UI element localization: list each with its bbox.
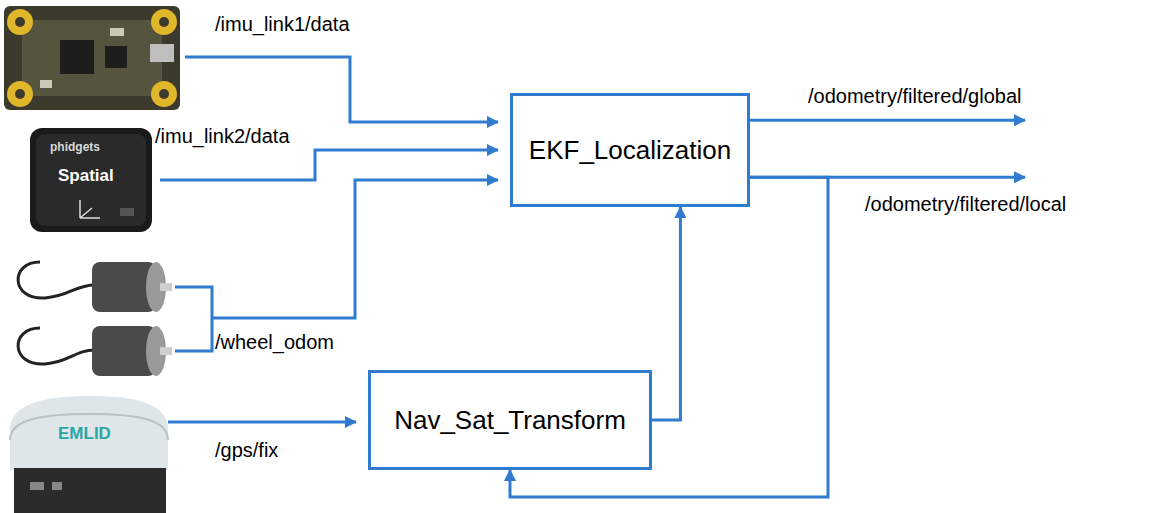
signal-wire (175, 180, 498, 351)
box-label: EKF_Localization (529, 135, 731, 166)
topic-name: /odometry/filtered/global (808, 84, 1021, 108)
imu-board (4, 6, 180, 110)
topic-name: /imu_link2/data (155, 124, 290, 148)
topic-name: /odometry/filtered/local (865, 192, 1066, 216)
encoder (18, 262, 172, 312)
device-logo: Spatial (58, 166, 114, 186)
encoder (18, 326, 172, 376)
signal-wire (185, 57, 498, 122)
phidgets-imu (30, 128, 152, 232)
topic-name: /imu_link1/data (215, 12, 350, 36)
box-label: Nav_Sat_Transform (394, 405, 626, 436)
gps-receiver (10, 396, 168, 513)
signal-wire (168, 421, 356, 424)
connector-arrow (652, 207, 680, 420)
process-box: Nav_Sat_Transform (368, 370, 652, 470)
device-logo: EMLID (58, 424, 111, 444)
output-arrow (750, 119, 1025, 122)
device-logo: phidgets (50, 140, 100, 154)
topic-name: /wheel_odom (215, 330, 334, 354)
topic-name: /gps/fix (215, 438, 278, 462)
process-box: EKF_Localization (510, 93, 750, 207)
signal-wire (160, 150, 498, 180)
